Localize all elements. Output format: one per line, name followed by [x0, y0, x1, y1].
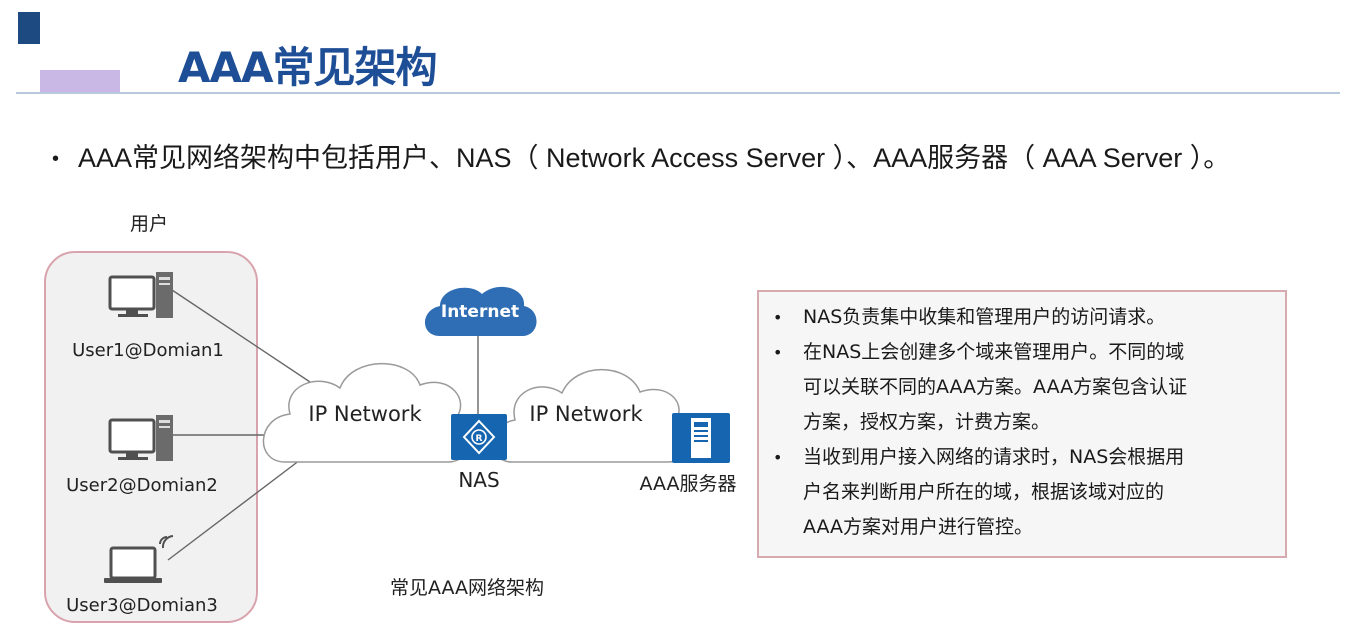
- bullet-dot: •: [52, 148, 60, 171]
- note-item: • 在NAS上会创建多个域来管理用户。不同的域 可以关联不同的AAA方案。AAA…: [769, 335, 1271, 440]
- desktop-pc-icon[interactable]: [108, 272, 173, 318]
- left-network-label: IP Network: [308, 402, 422, 426]
- note-line: 在NAS上会创建多个域来管理用户。不同的域: [803, 341, 1185, 363]
- desktop-pc-icon[interactable]: [108, 415, 173, 461]
- user3-label: User3@Domian3: [66, 595, 218, 616]
- note-line: NAS负责集中收集和管理用户的访问请求。: [803, 306, 1166, 328]
- aaa-architecture-diagram: 用户 User1@Domian1 User2@Domian2 User3@Dom…: [44, 213, 737, 623]
- connection-lines: [167, 289, 479, 561]
- link-user3-network: [167, 459, 301, 561]
- server-icon[interactable]: [672, 413, 730, 463]
- right-network-label: IP Network: [529, 402, 643, 426]
- header-accent-bar: [18, 12, 40, 44]
- page-title: AAA常见架构: [178, 43, 438, 92]
- note-line: 户名来判断用户所在的域，根据该域对应的: [803, 481, 1165, 503]
- note-item: • NAS负责集中收集和管理用户的访问请求。: [769, 300, 1271, 335]
- note-line: 可以关联不同的AAA方案。AAA方案包含认证: [803, 376, 1188, 398]
- users-group-label: 用户: [130, 213, 168, 235]
- link-user1-network: [171, 289, 311, 383]
- user1-label: User1@Domian1: [72, 340, 224, 361]
- internet-label: Internet: [441, 302, 519, 322]
- note-line: 方案，授权方案，计费方案。: [803, 411, 1051, 433]
- intro-text: AAA常见网络架构中包括用户、NAS（ Network Access Serve…: [78, 143, 1231, 173]
- svg-text:R: R: [476, 434, 483, 444]
- note-line: AAA方案对用户进行管控。: [803, 516, 1034, 538]
- notes-list: • NAS负责集中收集和管理用户的访问请求。 • 在NAS上会创建多个域来管理用…: [769, 300, 1271, 545]
- laptop-wireless-icon[interactable]: [104, 535, 174, 583]
- notes-box: • NAS负责集中收集和管理用户的访问请求。 • 在NAS上会创建多个域来管理用…: [757, 290, 1287, 558]
- nas-label: NAS: [458, 468, 499, 492]
- aaa-server-label: AAA服务器: [639, 473, 736, 495]
- header-accent-block: [40, 70, 120, 92]
- note-item: • 当收到用户接入网络的请求时，NAS会根据用 户名来判断用户所在的域，根据该域…: [769, 440, 1271, 545]
- bullet-dot: •: [773, 308, 783, 327]
- bullet-dot: •: [773, 343, 783, 362]
- intro-bullet: • AAA常见网络架构中包括用户、NAS（ Network Access Serv…: [52, 136, 1230, 175]
- user2-label: User2@Domian2: [66, 475, 218, 496]
- note-line: 当收到用户接入网络的请求时，NAS会根据用: [803, 446, 1185, 468]
- title-divider: [16, 92, 1340, 94]
- bullet-dot: •: [773, 448, 783, 467]
- diagram-caption: 常见AAA网络架构: [390, 577, 545, 599]
- internet-cloud[interactable]: [425, 286, 537, 336]
- router-icon[interactable]: R: [451, 414, 507, 460]
